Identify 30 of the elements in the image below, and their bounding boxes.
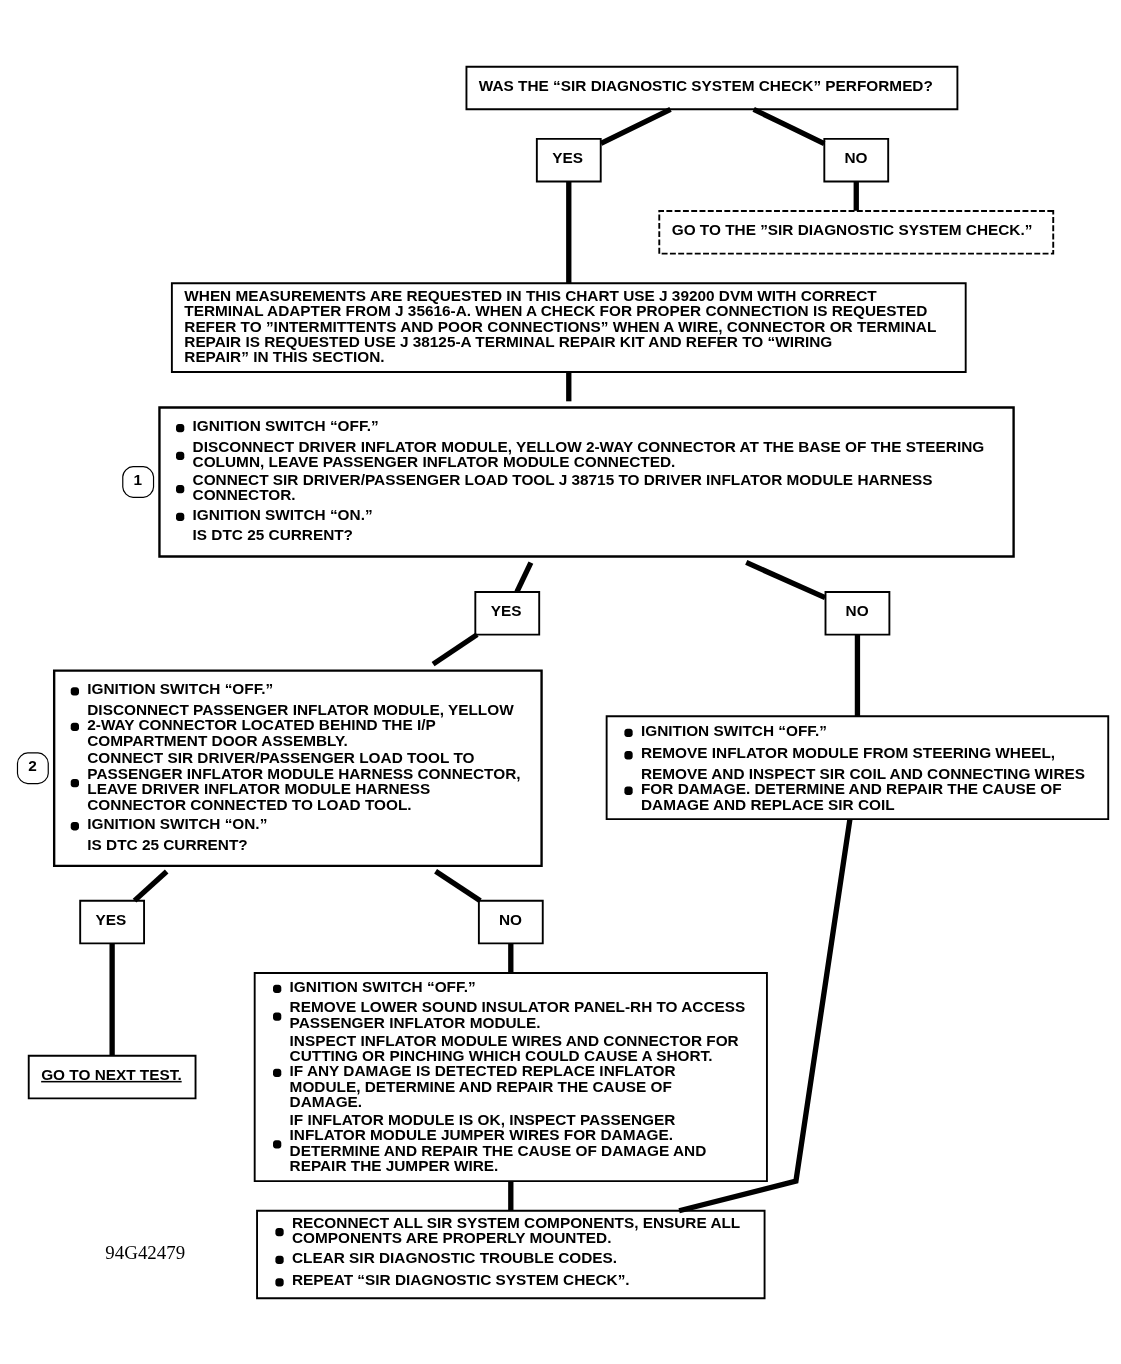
node-label: 2 (28, 756, 37, 774)
node-box: NO (823, 137, 890, 182)
connector (566, 181, 572, 283)
label: 94G42479 (105, 1241, 186, 1263)
connector (752, 106, 826, 146)
connector (853, 181, 859, 211)
connector (132, 869, 169, 903)
connector (508, 943, 514, 973)
connector (431, 631, 479, 666)
node-box: RECONNECT ALL SIR SYSTEM COMPONENTS, ENSURE ALL COMPONENTS ARE PROPERLY MOUNTED. CLEAR SIR DIAGNOSTIC TROUBLE CODES. REPEAT “SIR DIAGNOSTIC SYSTEM CHECK”. (256, 1209, 766, 1299)
node-box: NO (824, 590, 891, 636)
node-box: YES (79, 899, 145, 944)
node-box: YES (535, 137, 602, 182)
node-label: 1 (133, 470, 142, 488)
node-box: WHEN MEASUREMENTS ARE REQUESTED IN THIS CHART USE J 39200 DVM WITH CORRECT TERMINAL ADAPTER FROM J 35616-A. WHEN A CHECK FOR PROPER CONNECTION IS REQUESTED REFER TO ”INTERMITTENTS AND POOR CONNECTIONS” WHEN A WIRE, CONNECTOR OR TERMINAL REPAIR IS REQUESTED USE J 38125-A TERMINAL REPAIR KIT AND REFER TO “WIRING REPAIR” IN THIS SECTION. (170, 281, 967, 373)
node-box: NO (477, 899, 544, 944)
node-box: IGNITION SWITCH “OFF.” REMOVE INFLATOR MODULE FROM STEERING WHEEL, REMOVE AND INSPECT SIR COIL AND CONNECTING WIRES FOR DAMAGE. DETERMINE AND REPAIR THE CAUSE OF DAMAGE AND REPLACE SIR COIL (605, 714, 1110, 820)
connector (566, 371, 572, 401)
connector (599, 106, 672, 146)
node-box: YES (474, 590, 541, 636)
connector (514, 560, 534, 593)
connector (109, 943, 115, 1055)
connector (508, 1181, 514, 1210)
node-box: GO TO THE ”SIR DIAGNOSTIC SYSTEM CHECK.” (658, 209, 1055, 255)
connector (434, 868, 482, 903)
node-box: WAS THE “SIR DIAGNOSTIC SYSTEM CHECK” PERFORMED? (465, 65, 959, 110)
node-box: GO TO NEXT TEST. (27, 1054, 197, 1099)
connector (745, 559, 827, 600)
connector (854, 634, 861, 716)
node-box: IGNITION SWITCH “OFF.” REMOVE LOWER SOUND INSULATOR PANEL-RH TO ACCESS PASSENGER INFLATOR MODULE. INSPECT INFLATOR MODULE WIRES AND CONNECTOR FOR CUTTING OR PINCHING WHICH COULD CAUSE A SHORT. IF ANY DAMAGE IS DETECTED REPLACE INFLATOR MODULE, DETERMINE AND REPAIR THE CAUSE OF DAMAGE. IF INFLATOR MODULE IS OK, INSPECT PASSENGER INFLATOR MODULE JUMPER WIRES FOR DAMAGE. DETERMINE AND REPAIR THE CAUSE OF DAMAGE AND REPAIR THE JUMPER WIRE. (253, 971, 768, 1182)
